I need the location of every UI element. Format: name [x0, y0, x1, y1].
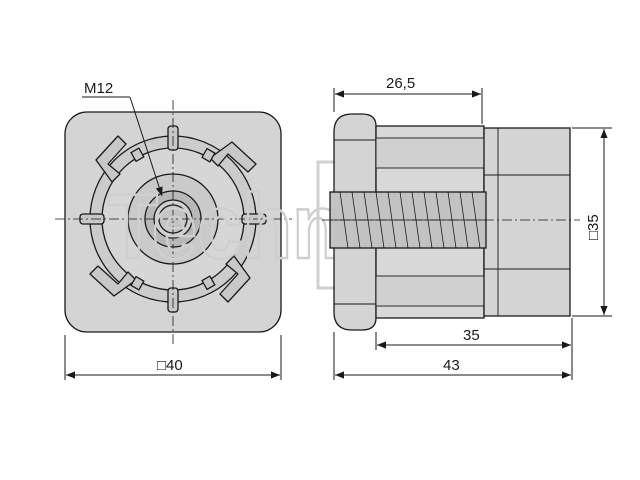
tube-size-dimension [572, 127, 612, 317]
side-sleeve [483, 127, 571, 317]
total-length-dimension [333, 332, 573, 380]
front-width-dimension [64, 335, 282, 380]
side-body-lower-fin [375, 275, 485, 307]
front-center-lines [55, 100, 292, 345]
total-length-label: 43 [443, 357, 460, 374]
front-width-label: □40 [157, 357, 183, 374]
thread-label: M12 [84, 80, 113, 97]
front-corner-clips [89, 135, 257, 303]
side-body-upper-fin [375, 137, 485, 169]
tube-size-label: □35 [585, 214, 602, 240]
body-length-dimension [375, 318, 573, 350]
front-ring-tabs [130, 147, 216, 291]
thread-leader [82, 96, 163, 197]
cap-length-dimension [333, 88, 483, 124]
cap-length-label: 26,5 [386, 75, 415, 92]
body-length-label: 35 [463, 327, 480, 344]
side-view [329, 113, 571, 331]
